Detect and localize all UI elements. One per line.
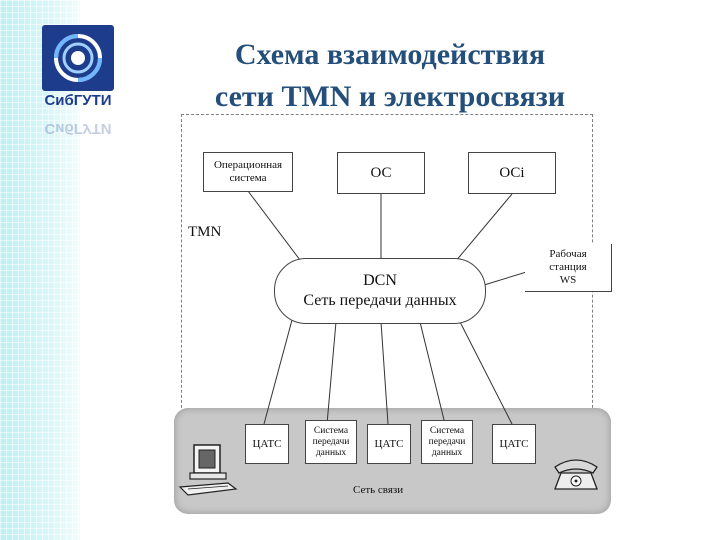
bottom-node-2: Система передачи данных	[305, 420, 357, 464]
logo-text: СибГУТИ	[44, 92, 112, 109]
node-os-label: ОС	[370, 164, 392, 181]
node-osi-label: ОСi	[499, 164, 525, 181]
connector-node-3	[380, 321, 389, 425]
bottom-node-4-line-3: данных	[431, 447, 463, 458]
title-line-2: сети TMN и электросвязи	[214, 80, 566, 113]
workstation-line-3: WS	[559, 274, 577, 286]
title-line-1: Схема взаимодействия	[234, 38, 546, 71]
slide-title: Схема взаимодействия сети TMN и электрос…	[130, 34, 650, 118]
university-logo	[42, 25, 114, 91]
connector-osi	[454, 193, 513, 263]
bottom-node-4-line-2: передачи	[428, 436, 466, 447]
workstation-line-2: станция	[549, 261, 587, 273]
telephone-icon	[554, 459, 598, 490]
logo-emblem-icon	[54, 34, 102, 82]
connector-node-4	[419, 321, 446, 425]
bottom-node-1: ЦАТС	[245, 424, 289, 464]
node-operational-system: Операционная система	[203, 152, 293, 192]
bottom-node-3-label: ЦАТС	[374, 437, 404, 450]
bottom-node-5: ЦАТС	[492, 424, 536, 464]
bottom-node-1-label: ЦАТС	[252, 437, 282, 450]
bottom-node-5-label: ЦАТС	[499, 437, 529, 450]
node-dcn: DCN Сеть передачи данных	[274, 258, 486, 324]
os-operational-line-2: система	[229, 172, 267, 184]
connector-node-5	[457, 317, 513, 425]
node-os: ОС	[337, 152, 425, 194]
dcn-title: DCN	[363, 272, 397, 289]
bottom-node-3: ЦАТС	[367, 424, 411, 464]
node-osi: ОСi	[468, 152, 556, 194]
connector-os-operational	[247, 190, 301, 261]
dcn-subtitle: Сеть передачи данных	[303, 292, 457, 309]
bottom-node-2-line-3: данных	[315, 447, 347, 458]
network-label: Сеть связи	[353, 484, 404, 496]
connector-node-1	[263, 319, 293, 425]
bottom-node-2-line-2: передачи	[312, 436, 350, 447]
tmn-label: TMN	[188, 224, 222, 240]
bottom-node-2-line-1: Система	[313, 425, 349, 436]
workstation-line-1: Рабочая	[549, 248, 587, 260]
connector-node-2	[326, 321, 337, 425]
bottom-node-4-line-1: Система	[429, 425, 465, 436]
os-operational-line-1: Операционная	[213, 159, 283, 171]
computer-terminal-icon	[178, 444, 238, 496]
bottom-node-4: Система передачи данных	[421, 420, 473, 464]
node-workstation: Рабочая станция WS	[525, 244, 612, 292]
